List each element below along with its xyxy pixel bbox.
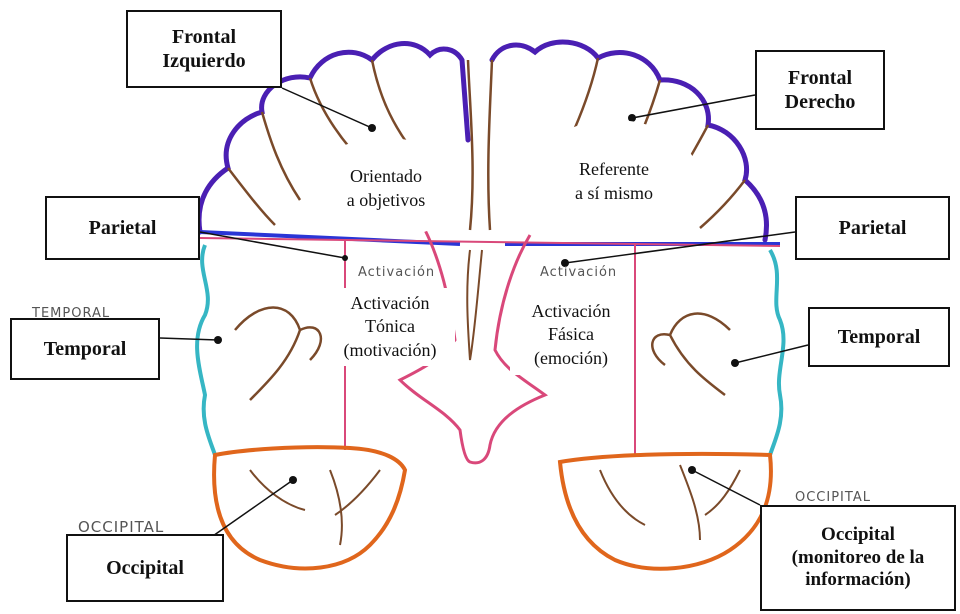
longitudinal-fissure [468, 60, 492, 230]
pointer-occipital-right [692, 470, 760, 505]
dot-temporal-left [214, 336, 222, 344]
temporal-left-gyri [235, 308, 321, 401]
label-frontal-right: Frontal Derecho [755, 50, 885, 130]
temporal-left [197, 245, 215, 455]
activation-phasic: Activación Fásica (emoción) [510, 295, 632, 375]
occipital-left-sulci [250, 470, 380, 545]
dot-occipital-left [289, 476, 297, 484]
bubble-self-referent: Referente a sí mismo [528, 120, 700, 242]
pointer-frontal-left [282, 88, 372, 128]
occipital-left [214, 447, 405, 568]
label-occipital-right: Occipital (monitoreo de la información) [760, 505, 956, 611]
dot-parietal-left [342, 255, 348, 261]
label-temporal-right: Temporal [808, 307, 950, 367]
pointer-temporal-left [160, 338, 218, 340]
dot-occipital-right [688, 466, 696, 474]
label-occipital-left: Occipital [66, 534, 224, 602]
occipital-right-sulci [600, 465, 740, 540]
dot-temporal-right [731, 359, 739, 367]
label-parietal-right: Parietal [795, 196, 950, 260]
handwritten-occipital-right: OCCIPITAL [795, 490, 871, 505]
dot-frontal-left [368, 124, 376, 132]
activation-tonic: Activación Tónica (motivación) [325, 288, 455, 366]
label-frontal-left: Frontal Izquierdo [126, 10, 282, 88]
temporal-right-gyri [652, 314, 730, 395]
pointer-temporal-right [735, 345, 808, 363]
handwritten-activacion-left: Activación [358, 265, 435, 280]
label-temporal-left: Temporal [10, 318, 160, 380]
bubble-goal-oriented: Orientado a objetivos [306, 138, 466, 238]
label-parietal-left: Parietal [45, 196, 200, 260]
handwritten-activacion-right: Activación [540, 265, 617, 280]
midline-inner [467, 250, 482, 360]
pointer-occipital-left [210, 480, 293, 538]
